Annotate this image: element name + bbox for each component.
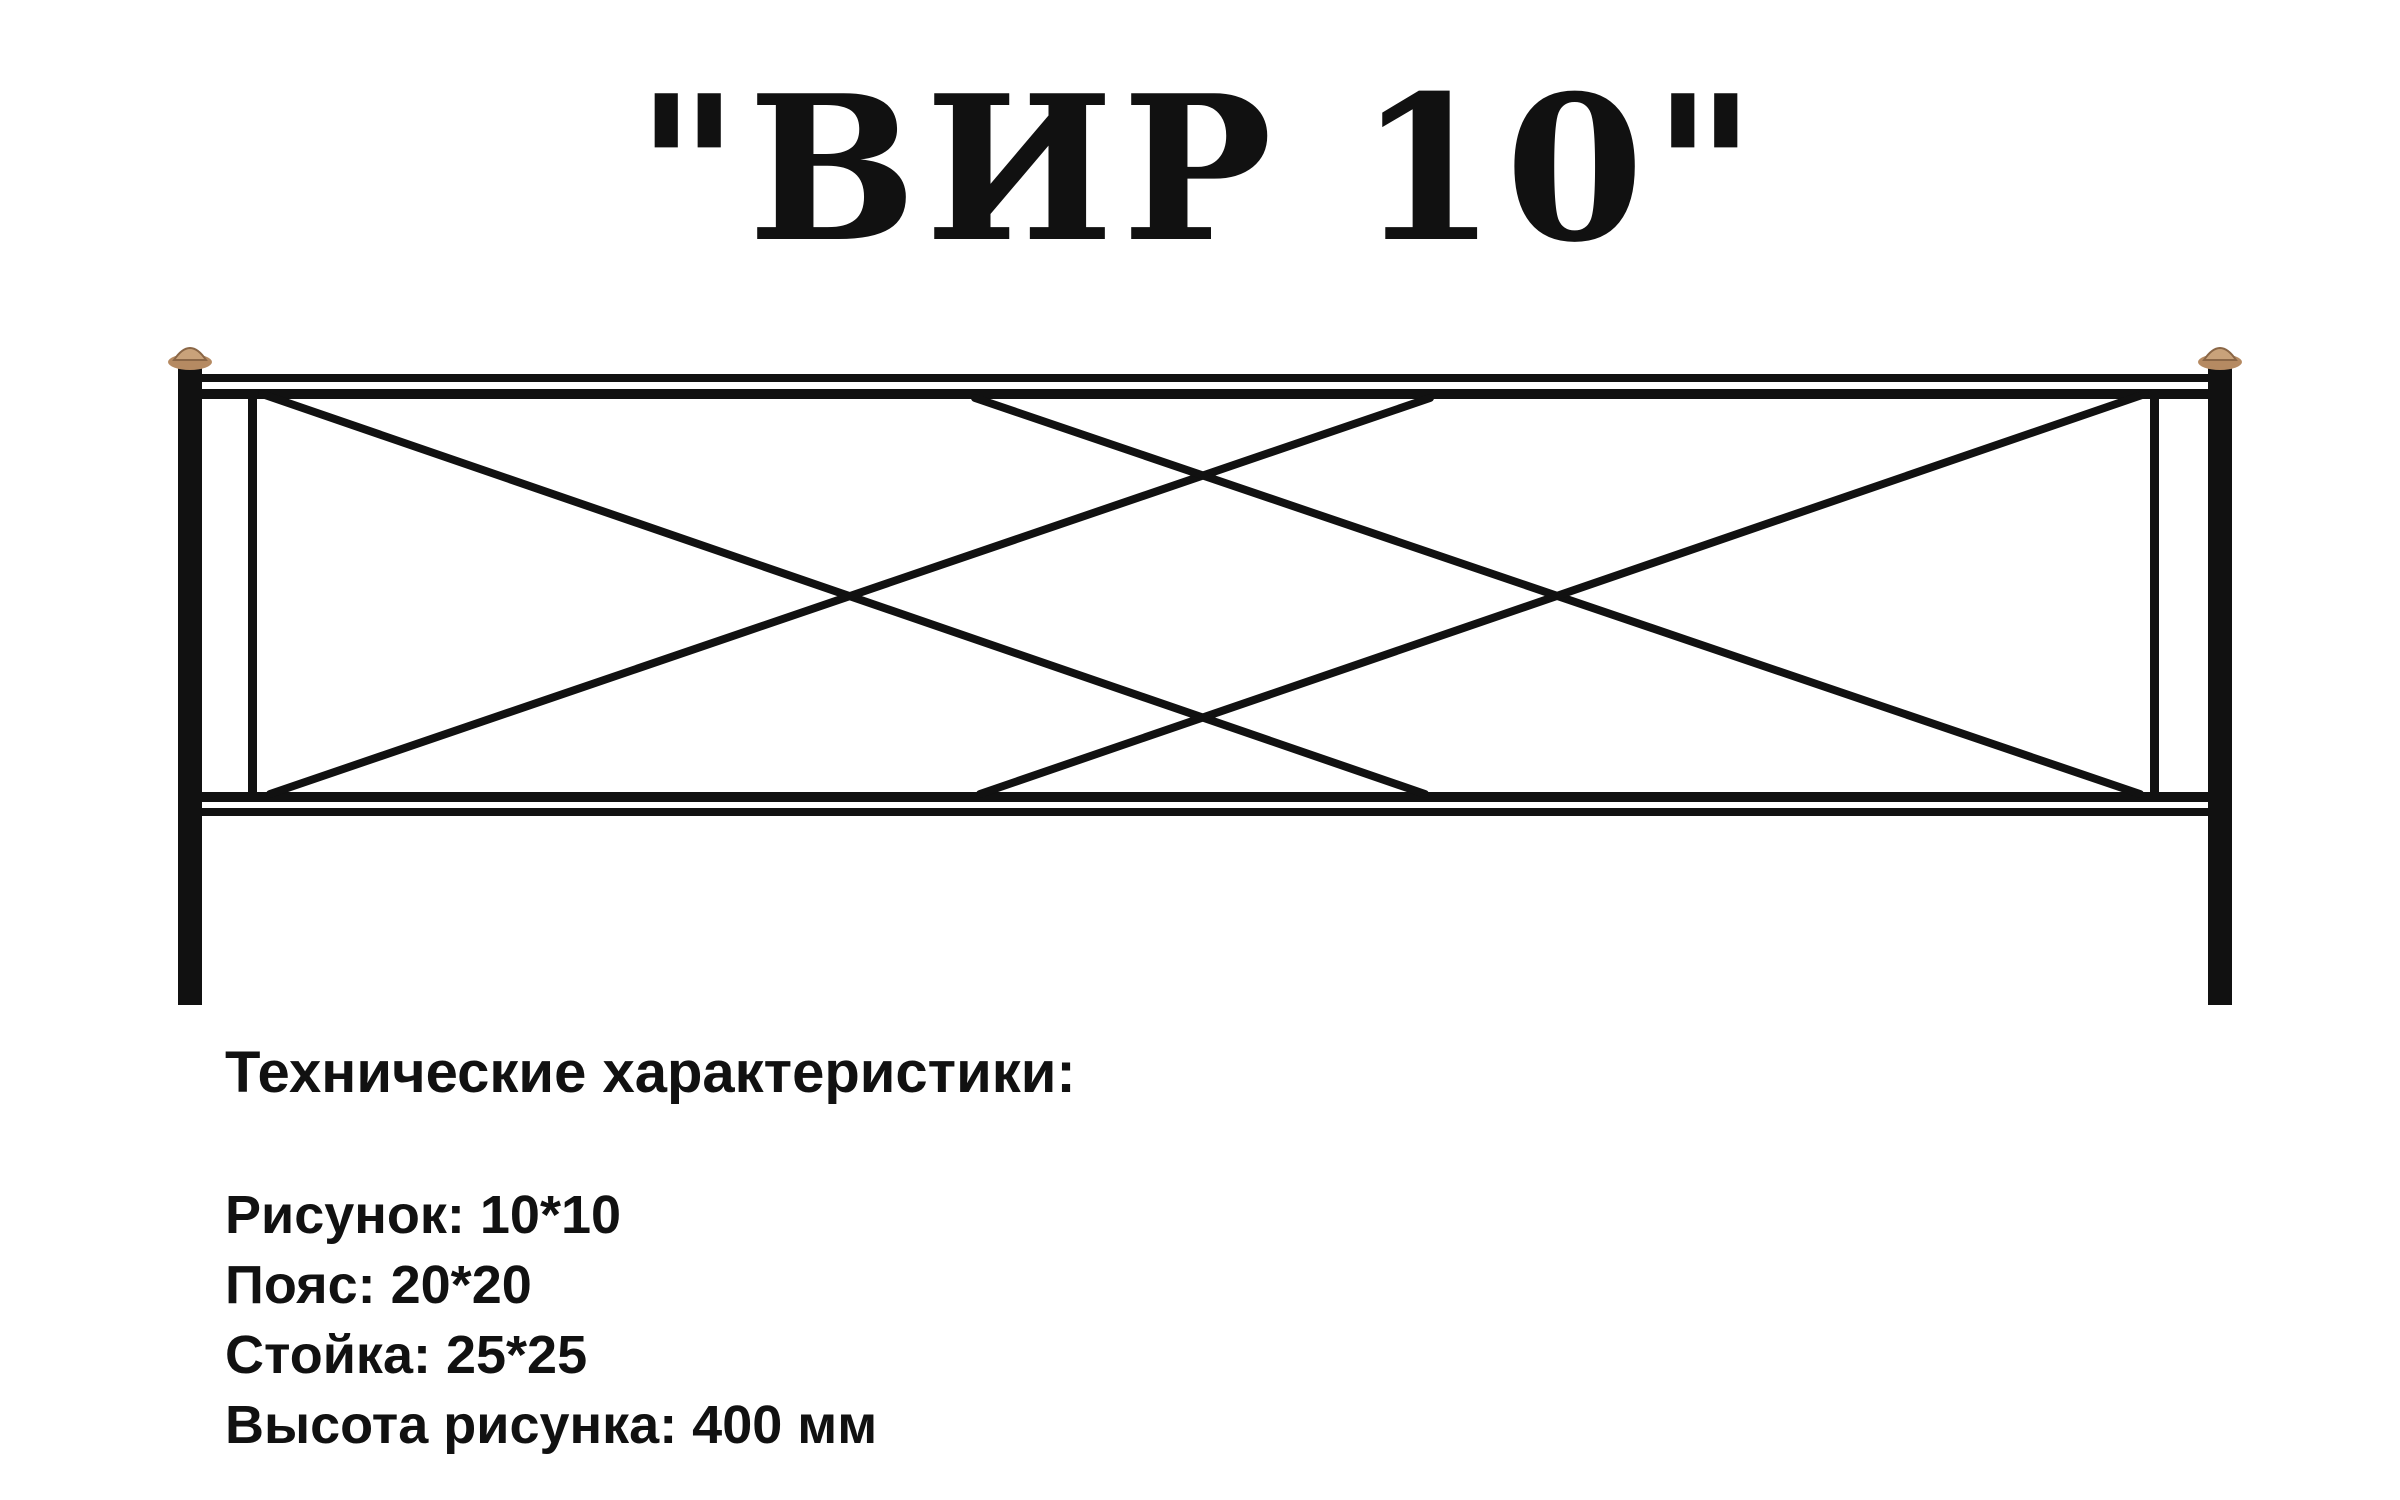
inner-right-upright — [2150, 390, 2159, 800]
inner-left-upright — [248, 390, 257, 800]
specs-heading: Технические характеристики: — [225, 1040, 1076, 1105]
bottom-rail-inner — [180, 808, 2230, 816]
left-post-cap — [168, 347, 212, 370]
right-post-cap — [2198, 347, 2242, 370]
bottom-rail — [180, 792, 2230, 802]
spec-belt: Пояс: 20*20 — [225, 1255, 532, 1315]
fence-drawing — [168, 347, 2242, 1005]
spec-pattern-height: Высота рисунка: 400 мм — [225, 1395, 878, 1455]
technical-specs: Технические характеристики: Рисунок: 10*… — [225, 1038, 1825, 1460]
spec-post: Стойка: 25*25 — [225, 1325, 588, 1385]
product-title: "ВИР 10" — [635, 52, 1765, 287]
top-rail — [180, 374, 2230, 382]
spec-pattern: Рисунок: 10*10 — [225, 1185, 622, 1245]
left-post — [178, 365, 202, 1005]
right-post — [2208, 365, 2232, 1005]
diagonal-pattern — [258, 390, 2149, 798]
top-rail-inner — [180, 389, 2230, 399]
